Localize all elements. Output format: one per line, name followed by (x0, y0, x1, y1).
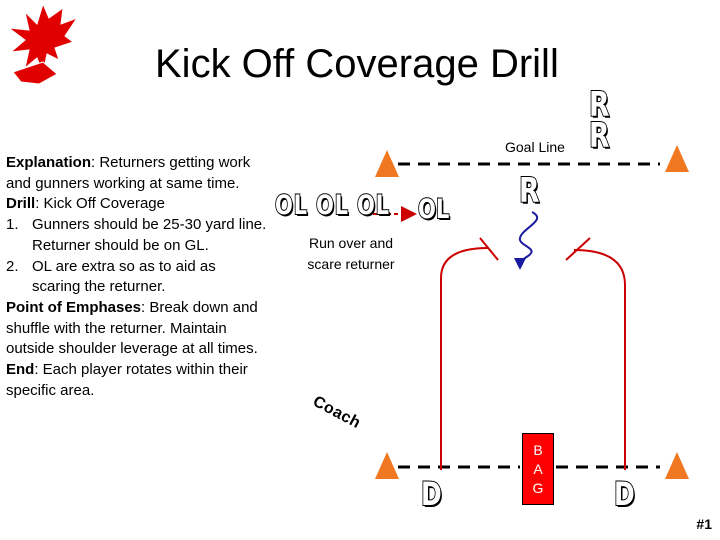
explanation-text: : Returners getting work and gunners wor… (6, 154, 251, 192)
ol-single-label: OL (417, 194, 450, 225)
cone-bottom-left (375, 452, 399, 479)
drill-label: Drill (6, 195, 36, 213)
emphasis-text: : Break down and shuffle with the return… (6, 298, 258, 358)
step-number: 1. (6, 216, 19, 234)
ol-group-label: OL OL OL (274, 190, 390, 221)
drill-paragraph: Drill: Kick Off Coverage (6, 194, 268, 215)
right-coverage-route (573, 249, 626, 470)
defender-label: D (613, 475, 635, 513)
end-text: : Each player rotates within their speci… (6, 361, 248, 399)
bag-letter: G (532, 479, 544, 496)
run-over-note-line: scare returner (307, 256, 395, 272)
right-route-breakdown (565, 237, 591, 261)
step-text: OL are extra so as to aid as scaring the… (32, 257, 216, 296)
returner-label: R (588, 85, 610, 125)
left-route-breakdown (479, 237, 499, 261)
slide-number: #1 (696, 516, 712, 532)
returner-arrowhead (514, 258, 526, 270)
bag-letter: B (533, 441, 543, 458)
list-item: 2. OL are extra so as to aid as scaring t… (6, 257, 268, 298)
goal-line-label: Goal Line (505, 139, 565, 155)
end-paragraph: End: Each player rotates within their sp… (6, 360, 268, 401)
cone-top-right (665, 145, 689, 172)
steps-list: 1. Gunners should be 25-30 yard line. Ret… (6, 215, 268, 298)
step-number: 2. (6, 257, 19, 275)
explanation-paragraph: Explanation: Returners getting work and … (6, 153, 268, 194)
emphasis-label: Point of Emphases (6, 298, 142, 316)
explanation-label: Explanation (6, 154, 92, 171)
returner-label: R (588, 116, 610, 156)
left-coverage-route (440, 247, 489, 470)
end-label: End (6, 361, 35, 379)
run-over-note: Run over and scare returner (297, 233, 405, 275)
bag: B A G (522, 433, 554, 505)
step-text: Gunners should be 25-30 yard line. Retur… (32, 216, 267, 254)
bag-letter: A (533, 460, 543, 477)
returner-label: R (518, 171, 540, 211)
list-item: 1. Gunners should be 25-30 yard line. Ret… (6, 215, 268, 256)
drill-text: : Kick Off Coverage (35, 195, 165, 213)
emphasis-paragraph: Point of Emphases: Break down and shuffl… (6, 298, 268, 360)
cone-top-left (375, 150, 399, 177)
slide-title: Kick Off Coverage Drill (155, 42, 559, 86)
defender-label: D (420, 475, 442, 513)
cone-bottom-right (665, 452, 689, 479)
explanation-text-block: Explanation: Returners getting work and … (6, 153, 268, 401)
falcon-logo-icon (7, 2, 79, 85)
run-over-note-line: Run over and (308, 235, 394, 251)
returner-path (518, 211, 539, 265)
